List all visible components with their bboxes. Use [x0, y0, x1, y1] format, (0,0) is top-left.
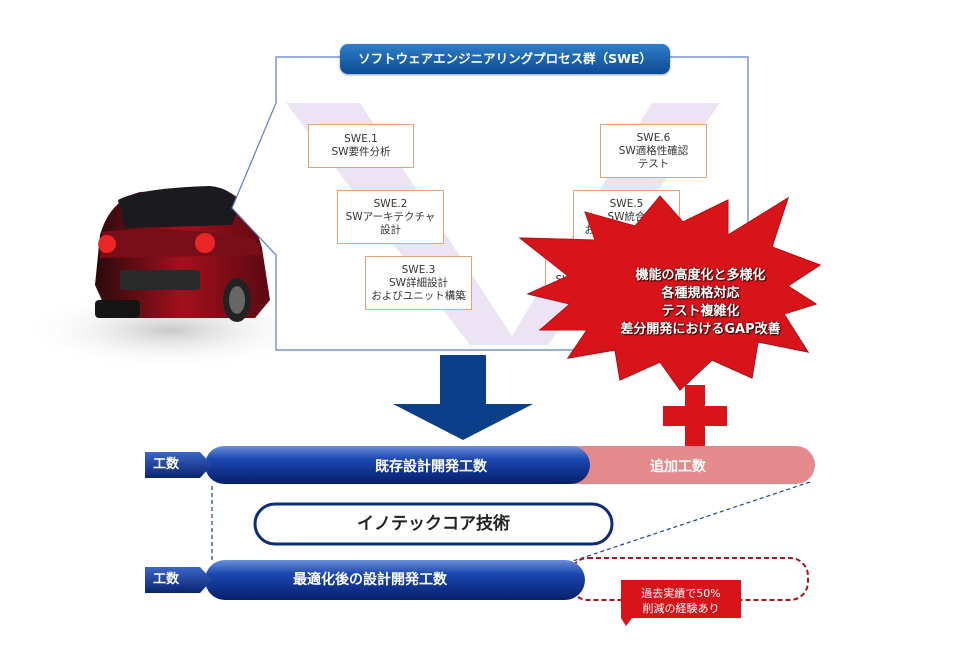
swe6-name-line2: テスト — [637, 157, 670, 170]
swe2-box: SWE.2 SWアーキテクチャ 設計 — [337, 190, 444, 244]
swe2-name-line2: 設計 — [380, 223, 401, 236]
reduction-note: 過去実績で50% 削減の経験あり — [621, 580, 741, 622]
reduction-note-badge — [621, 580, 741, 626]
additional-effort-bar — [540, 446, 815, 484]
swe3-name: SW詳細設計 — [388, 276, 449, 289]
core-technology-text: イノテックコア技術 — [357, 514, 510, 534]
swe2-code: SWE.2 — [373, 197, 408, 210]
plus-icon — [663, 385, 727, 448]
swe6-name: SW適格性確認 — [618, 144, 689, 157]
challenge-line-1: 機能の高度化と多様化 — [635, 268, 766, 283]
challenge-line-4: 差分開発におけるGAP改善 — [620, 322, 781, 337]
swe5-box: SWE.5 SW統合 および統合テスト — [573, 190, 680, 244]
existing-effort-label: 既存設計開発工数 — [375, 459, 487, 475]
swe1-name: SW要件分析 — [331, 146, 391, 158]
swe5-name-line2: および統合テスト — [584, 223, 669, 236]
down-arrow-icon — [393, 355, 533, 440]
optimized-effort-label: 最適化後の設計開発工数 — [293, 572, 447, 588]
swe5-code: SWE.5 — [609, 197, 644, 210]
effort-tag-bottom: 工数 — [153, 572, 180, 587]
challenge-list: 機能の高度化と多様化 各種規格対応 テスト複雑化 差分開発におけるGAP改善 — [583, 267, 818, 339]
swe2-name: SWアーキテクチャ — [345, 210, 436, 223]
swe3-box: SWE.3 SW詳細設計 およびユニット構築 — [365, 256, 472, 310]
challenge-line-3: テスト複雑化 — [661, 304, 740, 319]
swe3-name-line2: およびユニット構築 — [371, 289, 466, 302]
reduction-note-line1: 過去実績で50% — [641, 587, 721, 600]
swe1-box: SWE.1 SW要件分析 — [308, 124, 414, 168]
swe6-box: SWE.6 SW適格性確認 テスト — [600, 124, 707, 178]
process-group-title: ソフトウェアエンジニアリングプロセス群（SWE） — [340, 44, 670, 74]
additional-effort-label: 追加工数 — [650, 459, 706, 475]
effort-tag-shape-top — [145, 452, 212, 478]
swe1-code: SWE.1 — [344, 133, 378, 145]
core-technology-capsule — [253, 502, 614, 546]
swe3-code: SWE.3 — [401, 263, 436, 276]
car-illustration — [20, 186, 320, 370]
swe6-code: SWE.6 — [636, 131, 671, 144]
right-dashed-connector — [569, 481, 811, 563]
challenge-line-2: 各種規格対応 — [661, 286, 740, 301]
effort-tag-shape-bottom — [145, 567, 212, 593]
effort-tag-top: 工数 — [153, 457, 180, 472]
existing-effort-bar — [205, 446, 590, 484]
reduction-note-line2: 削減の経験あり — [642, 602, 720, 615]
optimized-effort-bar — [205, 560, 585, 600]
swe5-name: SW統合 — [607, 210, 646, 223]
